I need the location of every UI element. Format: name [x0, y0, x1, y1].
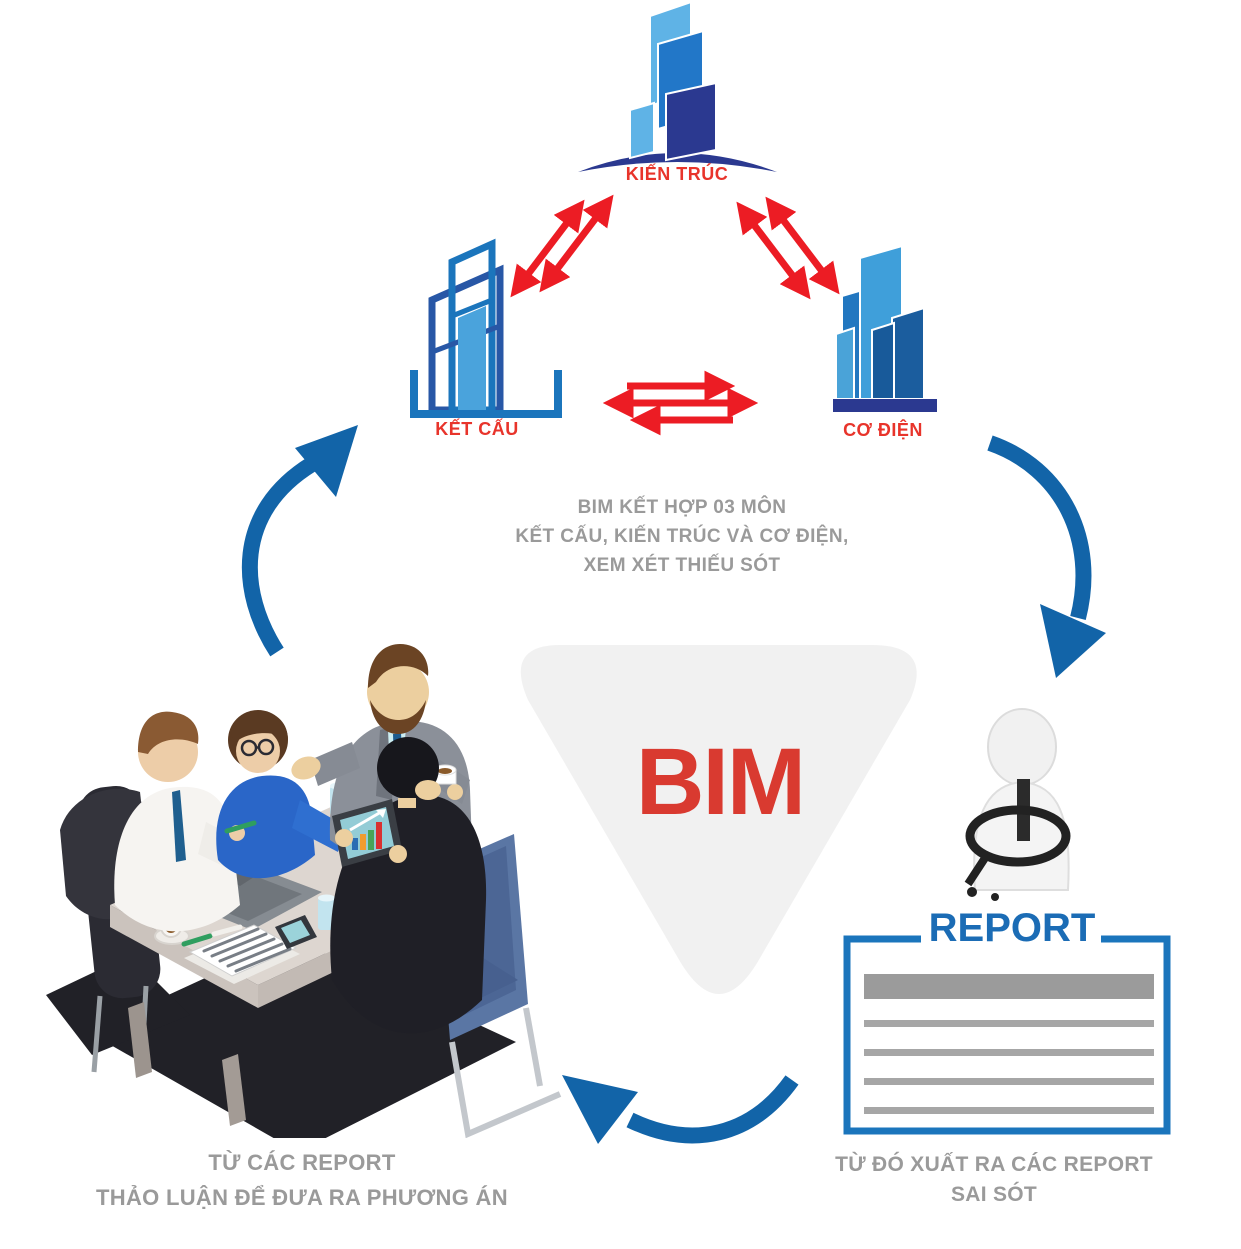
report-caption-line-1: TỪ ĐÓ XUẤT RA CÁC REPORT	[835, 1153, 1153, 1176]
report-caption-box	[808, 1152, 1180, 1183]
architecture-label: KIẾN TRÚC	[625, 164, 729, 184]
meeting-caption-line-1: TỪ CÁC REPORT	[208, 1150, 396, 1175]
cycle-arrow-right-icon	[987, 435, 1106, 678]
mep-label: CƠ ĐIỆN	[843, 420, 923, 440]
structure-label: KẾT CẤU	[435, 419, 519, 439]
report-caption-line-2: SAI SÓT	[950, 1183, 1038, 1206]
team-meeting-illustration	[46, 644, 562, 1152]
cycle-arrow-left-icon	[241, 425, 358, 657]
inspector-figure-icon	[930, 688, 1130, 901]
center-caption-box	[433, 458, 930, 530]
report-document-icon	[843, 935, 1171, 1135]
meeting-caption-box	[55, 1138, 550, 1185]
meeting-caption-line-2: THẢO LUẬN ĐỂ ĐƯA RA PHƯƠNG ÁN	[96, 1185, 508, 1210]
center-caption-line-1: BIM KẾT HỢP 03 MÔN	[577, 497, 787, 518]
center-caption: BIM KẾT HỢP 03 MÔN KẾT CẤU, KIẾN TRÚC VÀ…	[407, 493, 957, 580]
report-title: REPORT	[928, 906, 1096, 950]
center-caption-line-3: XEM XÉT THIẾU SÓT	[583, 555, 781, 576]
report-caption: TỪ ĐÓ XUẤT RA CÁC REPORT SAI SÓT	[794, 1150, 1194, 1210]
cycle-arrow-bottom-icon	[562, 1075, 799, 1144]
red-exchange-arrows-icon	[510, 194, 840, 436]
architecture-building-icon	[578, 0, 777, 172]
center-caption-line-2: KẾT CẤU, KIẾN TRÚC VÀ CƠ ĐIỆN,	[515, 526, 849, 547]
bim-title: BIM	[635, 729, 806, 835]
meeting-caption: TỪ CÁC REPORT THẢO LUẬN ĐỂ ĐƯA RA PHƯƠNG…	[42, 1145, 562, 1215]
bim-triangle	[520, 645, 917, 994]
structure-building-icon	[410, 238, 562, 418]
mep-building-icon	[833, 244, 937, 412]
